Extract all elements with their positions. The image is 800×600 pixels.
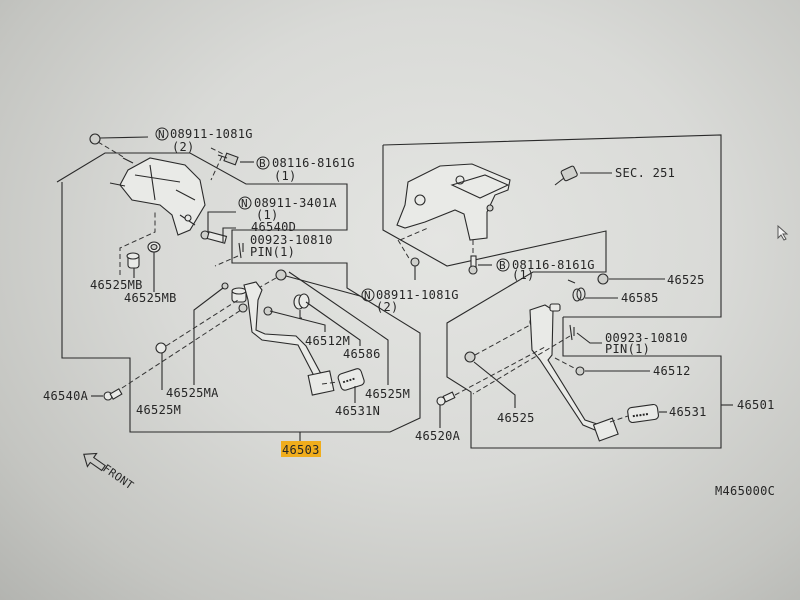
callout-46525-upper[interactable]: 46525 [667, 273, 705, 287]
svg-text:(1): (1) [274, 169, 297, 183]
spring-icon [293, 293, 310, 310]
callout-08911-3401a[interactable]: N 08911-3401A (1) [238, 196, 337, 222]
bolt-icon [468, 255, 478, 275]
figure-code: M465000C [715, 484, 775, 498]
pin-icon [238, 242, 244, 259]
bushing-icon [597, 273, 609, 285]
switch-icon [554, 165, 578, 186]
highlight-46503 [281, 441, 321, 457]
bolt-icon [436, 391, 456, 406]
right-assembly: ▪▪▪▪▪ [382, 134, 733, 449]
svg-text:08911-3401A: 08911-3401A [254, 196, 337, 210]
svg-text:B: B [499, 259, 506, 272]
svg-text:FRONT: FRONT [100, 462, 136, 493]
callout-pin-qty-right: PIN(1) [605, 342, 650, 356]
bushing-icon [147, 241, 161, 253]
callout-46512m[interactable]: 46512M [305, 334, 350, 348]
callout-pin-00923-10810-left[interactable]: 00923-10810 [250, 233, 333, 247]
left-labels: N 08911-1081G (2) B 08116-8161G (1) N 08… [43, 127, 459, 457]
pedal-bracket-right [396, 163, 511, 241]
pedal-pad-icon: ▪▪▪▪ [337, 368, 365, 391]
svg-text:08116-8161G: 08116-8161G [512, 258, 595, 272]
callout-46540a[interactable]: 46540A [43, 389, 89, 403]
svg-text:N: N [158, 128, 165, 141]
bumper-icon [575, 366, 585, 376]
svg-text:N: N [364, 289, 371, 302]
callout-46540d[interactable]: 46540D [251, 220, 296, 234]
svg-text:B: B [259, 157, 266, 170]
front-direction-indicator: FRONT [83, 452, 136, 493]
svg-text:(1): (1) [512, 268, 535, 282]
callout-08911-1081g-top[interactable]: N 08911-1081G (2) [155, 127, 253, 154]
bushing-icon [464, 351, 476, 363]
bolt-icon [103, 388, 123, 401]
svg-text:08911-1081G: 08911-1081G [170, 127, 253, 141]
svg-text:▪▪▪▪: ▪▪▪▪ [342, 376, 356, 386]
svg-text:(2): (2) [376, 300, 399, 314]
callout-46525mb-1[interactable]: 46525MB [90, 278, 143, 292]
nut-icon [275, 269, 287, 281]
assembly-number-46503[interactable]: 46503 [282, 443, 320, 457]
callout-46525ma[interactable]: 46525MA [166, 386, 219, 400]
spring-icon [567, 279, 586, 302]
pedal-arm-right [529, 303, 619, 442]
left-assembly: ▪▪▪▪ [56, 133, 421, 457]
bolt-icon [217, 152, 239, 166]
nut-icon [410, 257, 420, 267]
callout-46531n[interactable]: 46531N [335, 404, 380, 418]
callout-08116-8161g-top[interactable]: B 08116-8161G (1) [256, 156, 355, 183]
nut-icon [89, 133, 101, 145]
assembly-number-46501[interactable]: 46501 [737, 398, 775, 412]
assembly-outline-46503 [56, 152, 421, 433]
callout-46525mb-2[interactable]: 46525MB [124, 291, 177, 305]
callout-08911-1081g-lower[interactable]: N 08911-1081G (2) [361, 288, 459, 314]
callout-46525-lower[interactable]: 46525 [497, 411, 535, 425]
assembly-outline-upper [382, 134, 722, 318]
svg-text:▪▪▪▪▪: ▪▪▪▪▪ [632, 411, 649, 419]
svg-text:08116-8161G: 08116-8161G [272, 156, 355, 170]
bushing-icon [155, 342, 167, 354]
pedal-arm-left [221, 281, 335, 396]
right-labels: SEC. 251 B 08116-8161G (1) 46525 46585 0… [415, 166, 775, 443]
pin-icon [569, 324, 575, 341]
pedal-pad-icon: ▪▪▪▪▪ [627, 403, 659, 424]
callout-46525m-left[interactable]: 46525M [136, 403, 181, 417]
callout-pin-qty-left: PIN(1) [250, 245, 295, 259]
callout-46585[interactable]: 46585 [621, 291, 659, 305]
callout-pin-00923-10810-right[interactable]: 00923-10810 [605, 331, 688, 345]
callout-46531[interactable]: 46531 [669, 405, 707, 419]
bolt-icon [200, 230, 228, 244]
svg-text:N: N [241, 197, 248, 210]
bushing-icon [126, 252, 140, 269]
svg-text:(1): (1) [256, 208, 279, 222]
callout-46586[interactable]: 46586 [343, 347, 381, 361]
callout-46525m-right[interactable]: 46525M [365, 387, 410, 401]
pedal-bracket-upper [109, 157, 206, 236]
callout-46520a[interactable]: 46520A [415, 429, 461, 443]
arrow-up-left-icon [83, 452, 106, 472]
svg-text:(2): (2) [172, 140, 195, 154]
callout-08116-8161g-right[interactable]: B 08116-8161G (1) [496, 258, 595, 282]
callout-sec-251[interactable]: SEC. 251 [615, 166, 675, 180]
svg-text:08911-1081G: 08911-1081G [376, 288, 459, 302]
mouse-cursor-icon [777, 224, 789, 241]
callout-46512[interactable]: 46512 [653, 364, 691, 378]
